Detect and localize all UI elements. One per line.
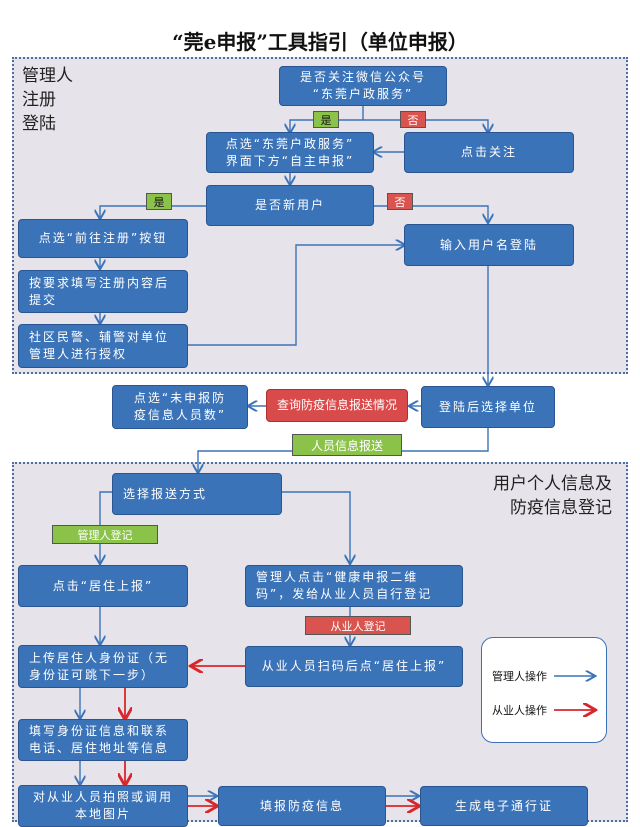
node-take-photo: 对从业人员拍照或调用 本地图片 — [18, 785, 188, 827]
node-choose-method: 选择报送方式 — [112, 473, 282, 515]
node-generate-pass: 生成电子通行证 — [420, 786, 588, 826]
node-query-report[interactable]: 查询防疫信息报送情况 — [266, 389, 408, 422]
node-follow-question: 是否关注微信公众号 “东莞户政服务” — [279, 66, 447, 106]
node-select-unit: 登陆后选择单位 — [421, 386, 555, 428]
legend-manager-label: 管理人操作 — [492, 670, 547, 683]
arrow-authorize-login — [188, 245, 404, 346]
node-fill-health: 填报防疫信息 — [218, 786, 386, 826]
page-title: “莞e申报”工具指引（单位申报） — [172, 30, 468, 54]
node-goto-register: 点选“前往注册”按钮 — [18, 219, 188, 258]
node-click-follow: 点击关注 — [404, 132, 574, 173]
section-label-register-login: 管理人 注册 登陆 — [22, 66, 73, 134]
node-click-residence: 点击“居住上报” — [18, 565, 188, 607]
node-fill-register: 按要求填写注册内容后 提交 — [18, 270, 188, 313]
tag-newuser-yes: 是 — [146, 193, 172, 210]
node-scan-qr: 从业人员扫码后点“居住上报” — [245, 646, 463, 687]
legend: 管理人操作 从业人操作 — [481, 637, 607, 743]
node-send-qr: 管理人点击“健康申报二维 码”，发给从业人员自行登记 — [245, 565, 463, 607]
legend-arrows — [554, 638, 606, 742]
node-upload-id: 上传居住人身份证（无 身份证可跳下一步） — [18, 645, 188, 688]
node-select-service: 点选“东莞户政服务” 界面下方“自主申报” — [206, 132, 374, 173]
node-fill-id: 填写身份证信息和联系 电话、居住地址等信息 — [18, 719, 188, 761]
legend-employee-label: 从业人操作 — [492, 704, 547, 717]
tag-newuser-no: 否 — [387, 193, 413, 210]
node-select-unreported: 点选“未申报防 疫信息人员数” — [112, 385, 248, 429]
arrow-method-qr — [282, 491, 350, 563]
tag-staff-report: 人员信息报送 — [292, 434, 402, 456]
tag-follow-no: 否 — [400, 111, 426, 128]
tag-manager-register: 管理人登记 — [52, 525, 158, 544]
node-login: 输入用户名登陆 — [404, 224, 574, 266]
node-new-user-question: 是否新用户 — [206, 185, 374, 226]
node-authorize: 社区民警、辅警对单位 管理人进行授权 — [18, 324, 188, 368]
section-label-personal-info: 用户个人信息及 防疫信息登记 — [493, 474, 612, 518]
tag-follow-yes: 是 — [313, 111, 339, 128]
tag-employee-register: 从业人登记 — [305, 616, 411, 635]
